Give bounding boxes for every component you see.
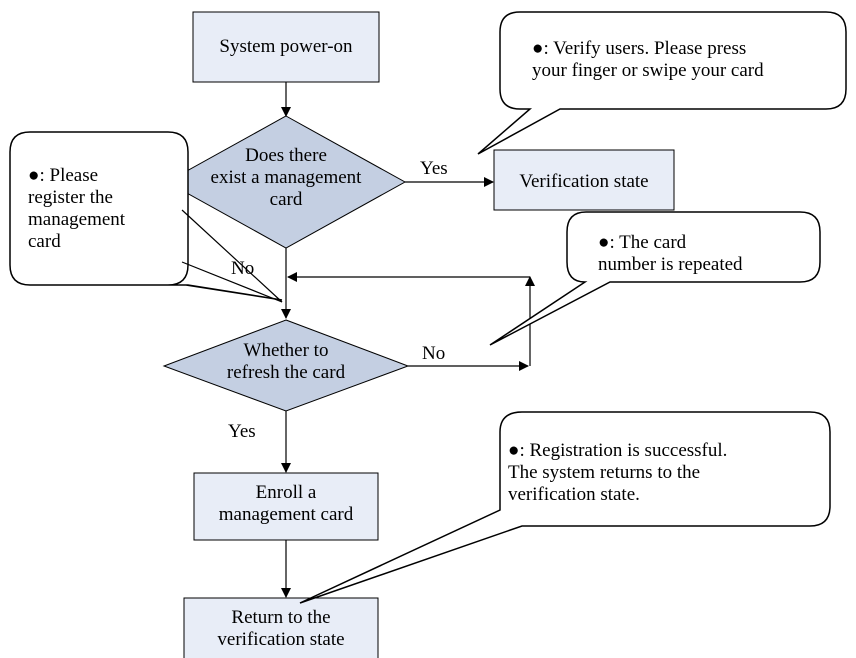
decision-management-line-2: exist a management — [210, 167, 362, 188]
edge-label-yes-top: Yes — [420, 158, 448, 179]
callout-register-text: ●: Please register the management card — [28, 165, 126, 252]
enroll-line-1: Enroll a — [255, 482, 317, 503]
node-decision-management — [165, 115, 407, 249]
enroll-line-2: management card — [218, 504, 354, 525]
callout-success-text: ●: Registration is successful. The syste… — [508, 440, 728, 505]
callout-repeated — [489, 211, 821, 346]
node-verification-state-label: Verification state — [519, 171, 649, 192]
node-power-on-label: System power-on — [219, 36, 353, 57]
node-decision-refresh-label: Whether to refresh the card — [196, 340, 376, 384]
callout-verify — [477, 11, 847, 155]
callout-register — [9, 131, 283, 303]
node-power-on — [192, 11, 380, 83]
node-return-label: Return to the verification state — [184, 607, 378, 651]
decision-refresh-line-1: Whether to — [243, 340, 329, 361]
decision-management-line-1: Does there — [245, 145, 327, 166]
node-verification-state — [493, 149, 675, 211]
return-line-1: Return to the — [231, 607, 331, 628]
node-enroll-label: Enroll a management card — [194, 482, 378, 526]
decision-refresh-line-2: refresh the card — [226, 362, 346, 383]
callout-repeated-text: ●: The card number is repeated — [598, 232, 743, 275]
decision-management-line-3: card — [269, 189, 303, 210]
callout-success — [299, 411, 831, 604]
edge-label-no-refresh: No — [422, 343, 446, 364]
return-line-2: verification state — [217, 629, 345, 650]
node-return — [183, 597, 379, 658]
edge-label-no-top: No — [231, 258, 255, 279]
edge-label-yes-refresh: Yes — [228, 421, 256, 442]
callout-verify-text: ●: Verify users. Please press your finge… — [532, 38, 764, 81]
node-decision-management-label: Does there exist a management card — [196, 145, 376, 211]
node-enroll — [193, 472, 379, 541]
node-decision-refresh — [162, 319, 410, 412]
